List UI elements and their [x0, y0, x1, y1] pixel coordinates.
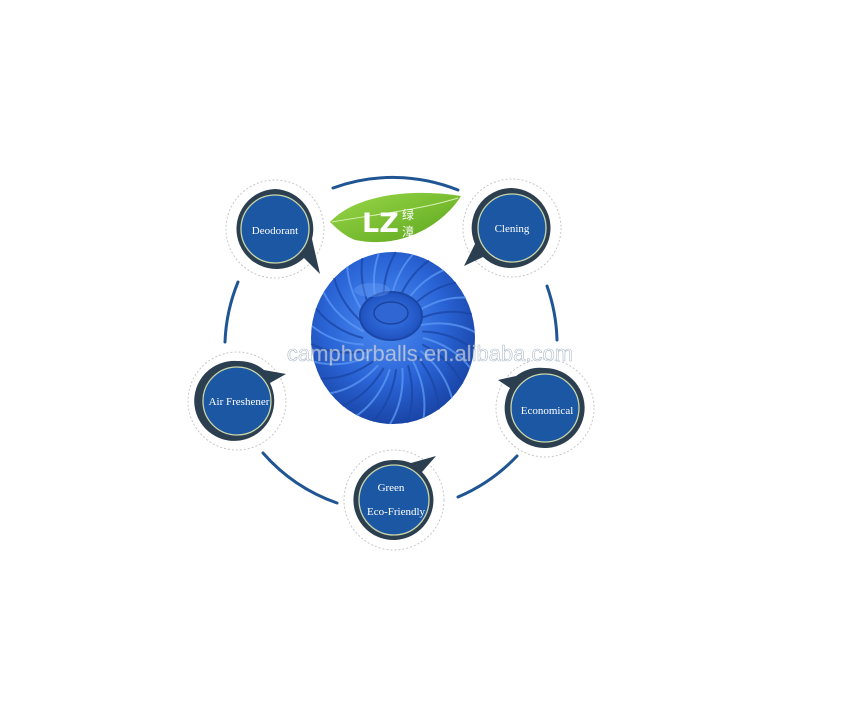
arc-left [223, 280, 240, 344]
feature-label: Clening [495, 223, 530, 235]
tablet-ridge [310, 343, 366, 354]
registered-mark: ® [429, 195, 439, 206]
feature-bubble-economical: Economical [495, 358, 595, 458]
arc-right-lower [456, 454, 519, 499]
tablet-ridge [329, 364, 379, 395]
tablet-ridge [342, 367, 385, 407]
tablet-ridge [356, 368, 391, 417]
feature-label-line2: Eco-Friendly [367, 506, 426, 518]
feature-label: Air Freshener [209, 396, 270, 408]
tablet-ridge [389, 367, 404, 425]
tablet-ridge [416, 355, 440, 410]
feature-label: Deodorant [252, 225, 298, 237]
feature-bubble-clening: Clening [462, 178, 562, 278]
tablet-ridge [313, 355, 370, 366]
tablet-ridge [311, 325, 364, 346]
feature-bubble-deodorant: Deodorant [225, 179, 325, 279]
brand-chinese-line1: 绿 [402, 207, 414, 222]
feature-label-line1: Green [378, 482, 405, 494]
tablet-ridge [320, 360, 374, 380]
watermark-text: camphorballs.en.alibaba.com [287, 341, 573, 366]
tablet-ridge [422, 330, 475, 351]
arc-right-upper [545, 284, 559, 342]
arc-top [331, 175, 460, 192]
connector-arcs [223, 175, 559, 505]
toilet-tablet-image [310, 251, 476, 425]
tablet-ridge [419, 350, 453, 399]
arc-bottom-left [261, 451, 339, 505]
feature-bubble-air-freshener: Air Freshener [187, 351, 287, 451]
brand-chinese-line2: 漳 [402, 224, 414, 239]
tablet-ridge [372, 369, 398, 423]
tablet-ridge [421, 343, 464, 385]
tablet-ridge [322, 291, 365, 333]
tablet-ridge [422, 337, 471, 369]
tablet-ridge [412, 360, 426, 419]
tablet-ridge [406, 365, 414, 424]
brand-logo: LZ 绿 漳 ® [330, 192, 461, 243]
feature-bubble-green-eco-friendly: Green Eco-Friendly [343, 449, 445, 551]
tablet-ridge [315, 307, 364, 339]
tablet-ridge [420, 322, 476, 333]
feature-label: Economical [521, 405, 574, 417]
logo-letters: LZ [362, 208, 399, 239]
